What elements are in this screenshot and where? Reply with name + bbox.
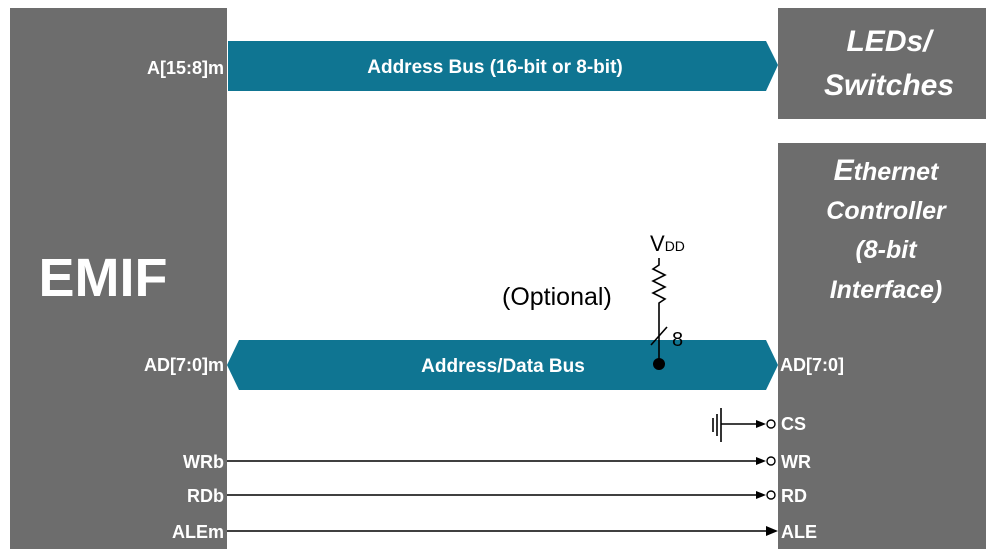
- optional-label: (Optional): [502, 283, 612, 311]
- ethernet-label-rest: thernet: [854, 158, 940, 186]
- bus-width-label: 8: [672, 329, 683, 351]
- ethernet-controller-block: [778, 143, 986, 549]
- ethernet-pin-ale: ALE: [781, 522, 817, 542]
- wr-arrowhead: [756, 457, 766, 465]
- leds-label-line1: LEDs/: [846, 25, 934, 58]
- emif-block: [10, 8, 227, 549]
- cs-inversion-bubble: [766, 419, 776, 429]
- ethernet-label-line2: Controller: [826, 197, 947, 225]
- ethernet-pin-rd: RD: [781, 486, 807, 506]
- leds-switches-block: [778, 8, 986, 119]
- ethernet-pin-ad7-0: AD[7:0]: [780, 355, 844, 375]
- vdd-label: VDD: [650, 231, 685, 256]
- emif-pin-wrb: WRb: [183, 452, 224, 472]
- cs-arrowhead: [756, 420, 766, 428]
- ethernet-pin-cs: CS: [781, 414, 806, 434]
- address-data-bus-arrow: [227, 340, 778, 390]
- emif-pin-ad7-0: AD[7:0]m: [144, 355, 224, 375]
- ethernet-label-line3: (8-bit: [855, 236, 918, 264]
- ethernet-label-line4: Interface): [830, 276, 943, 304]
- rd-arrowhead: [756, 491, 766, 499]
- vdd-main: V: [650, 231, 665, 256]
- address-bus-arrow: [228, 41, 778, 91]
- ethernet-pin-wr: WR: [781, 452, 811, 472]
- emif-pin-alem: ALEm: [172, 522, 224, 542]
- address-data-bus-label: Address/Data Bus: [421, 356, 585, 377]
- bus-width-slash: [650, 326, 668, 346]
- ground-symbol: [712, 408, 722, 442]
- address-bus-label: Address Bus (16-bit or 8-bit): [367, 57, 622, 78]
- leds-label-line2: Switches: [824, 69, 954, 102]
- pullup-resistor: [651, 258, 667, 364]
- emif-pin-a15-8: A[15:8]m: [147, 58, 224, 78]
- junction-dot: [653, 358, 665, 370]
- rd-inversion-bubble: [766, 490, 776, 500]
- ale-arrowhead: [766, 526, 778, 536]
- vdd-sub: DD: [665, 238, 685, 254]
- emif-title: EMIF: [39, 248, 168, 308]
- wr-inversion-bubble: [766, 456, 776, 466]
- ethernet-label-initial: E: [834, 154, 855, 187]
- emif-pin-rdb: RDb: [187, 486, 224, 506]
- ethernet-label-line1: Ethernet: [834, 154, 940, 187]
